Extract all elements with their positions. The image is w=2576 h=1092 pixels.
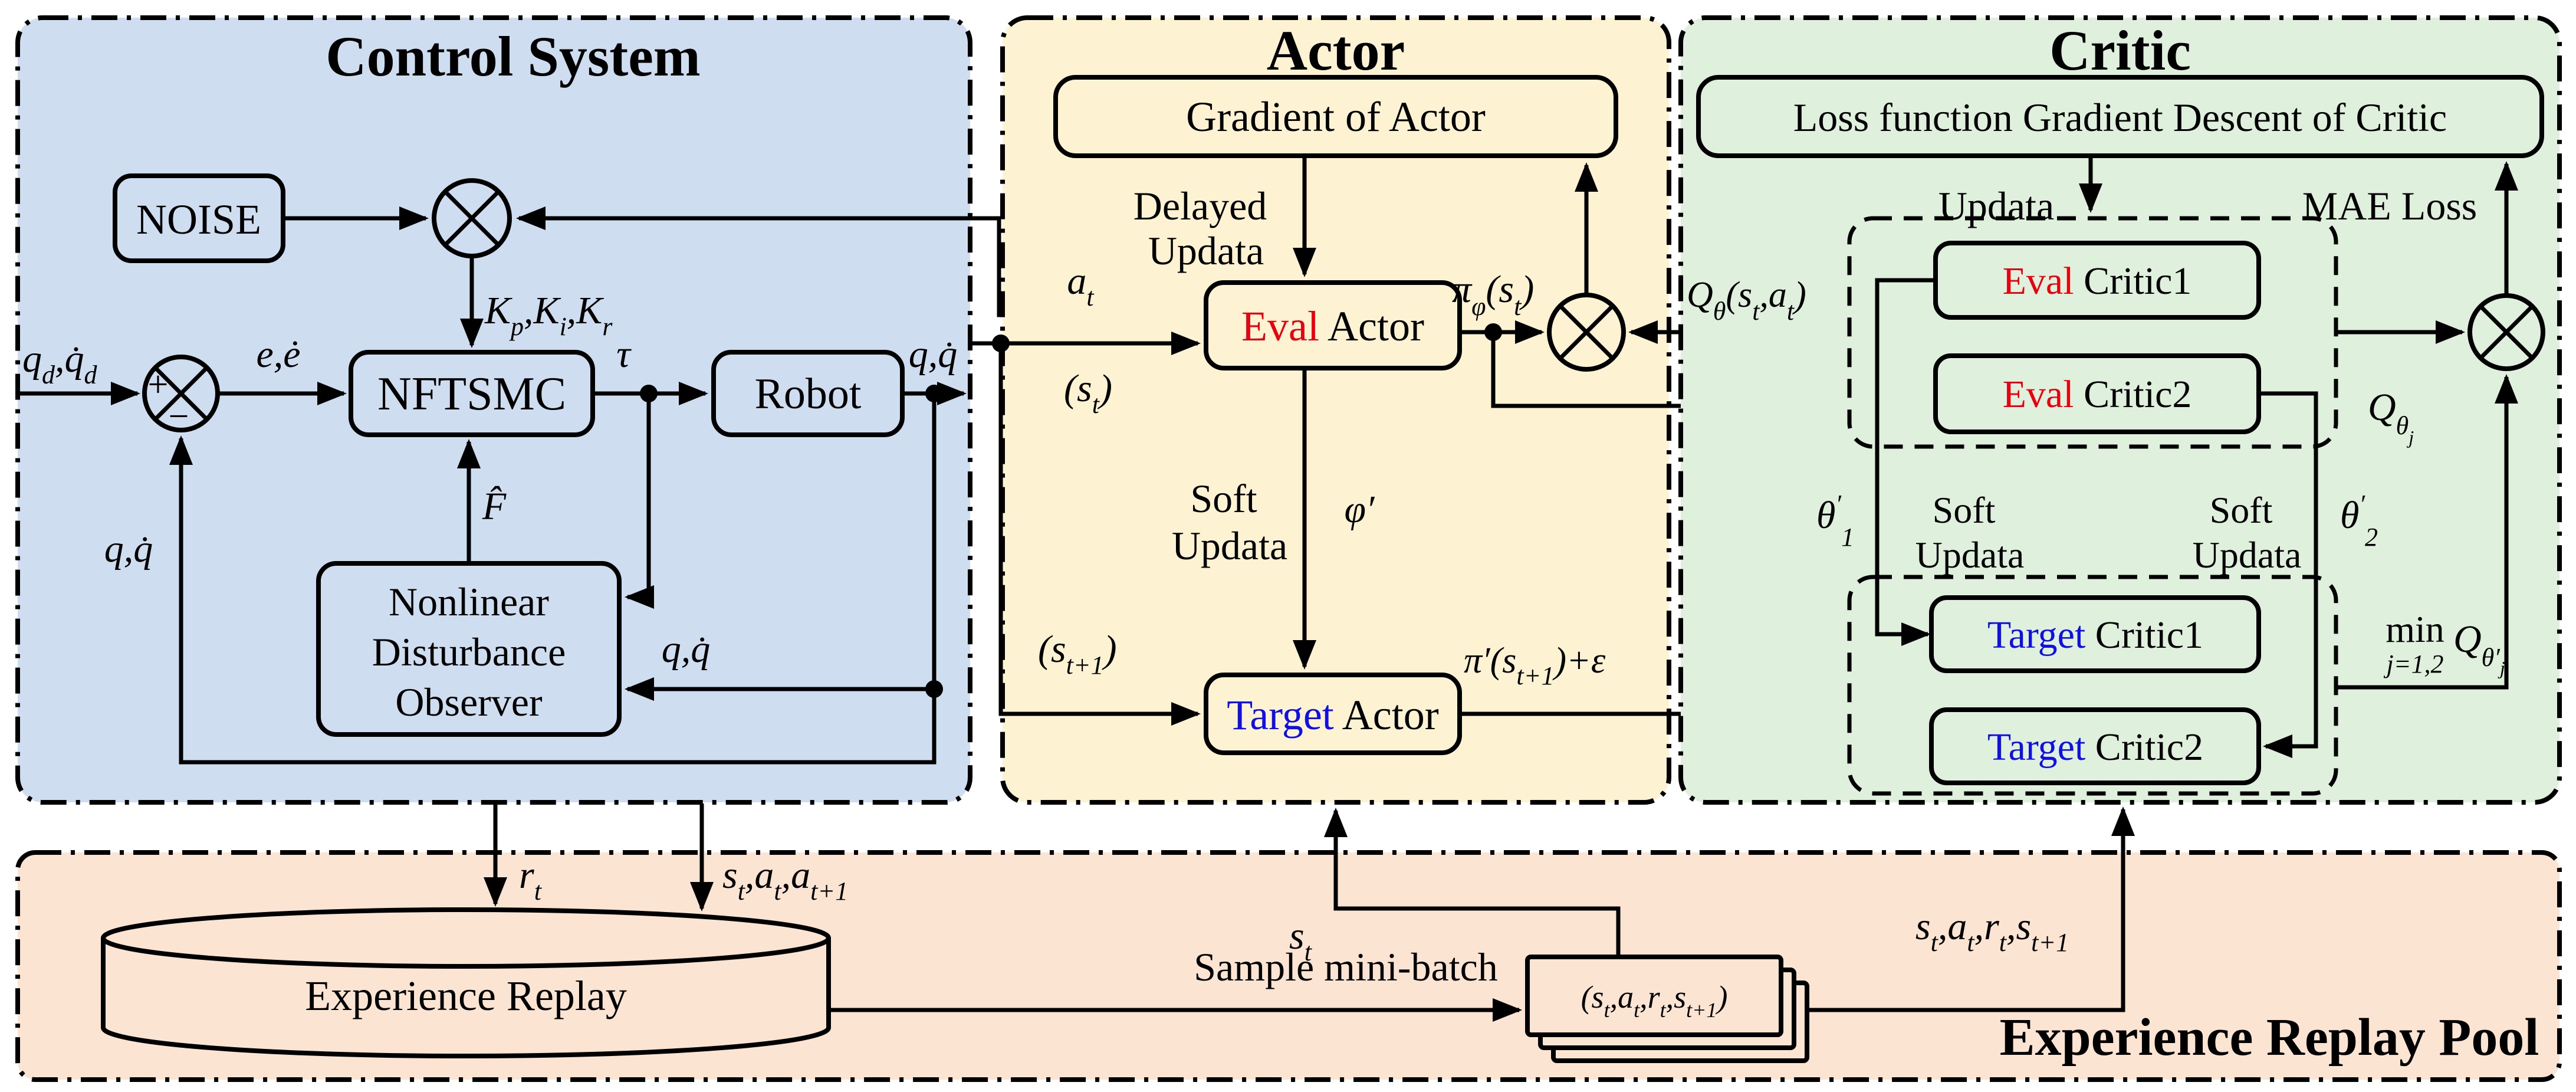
state-st-label: (st) — [1064, 367, 1112, 419]
summer-minus-sign: − — [169, 396, 189, 437]
action-label: at — [1067, 260, 1095, 311]
min-subscript-label: j=1,2 — [2384, 650, 2444, 678]
torque-label: τ — [616, 333, 632, 376]
critic-title: Critic — [2049, 19, 2191, 82]
observer-label-line2: Disturbance — [372, 629, 566, 674]
error-label: e,ė — [256, 333, 300, 376]
sample-minibatch-label: Sample mini-batch — [1194, 945, 1498, 989]
noise-label: NOISE — [136, 196, 261, 243]
transition-label: st,at,at+1 — [722, 854, 848, 906]
arrow-torque-to-observer — [625, 393, 654, 609]
summer-plus-sign: + — [148, 365, 169, 405]
target-critic1-box — [1929, 595, 2261, 673]
policy-label: πφ(st) — [1452, 268, 1534, 321]
arrow-st-to-actor — [1324, 808, 1621, 957]
experience-replay-label: Experience Replay — [305, 972, 627, 1019]
gains-label: Kp,Ki,Kr — [484, 289, 613, 341]
gradient-of-actor-box — [1053, 75, 1618, 158]
eval-actor-label: Eval Actor — [1241, 303, 1424, 350]
target-critic2-box — [1929, 707, 2261, 785]
arrow-theta1-soft-update — [1875, 278, 1936, 646]
fhat-label: F̂ — [482, 485, 507, 528]
actor-title: Actor — [1267, 19, 1405, 82]
observer-label-line3: Observer — [395, 680, 543, 724]
min-q-label: Qθ′j — [2453, 618, 2505, 678]
target-critic2-label: Target Critic2 — [1987, 726, 2203, 769]
theta1-label: θ′1 — [1816, 490, 1854, 552]
critic-soft-update-right-line2: Updata — [2193, 534, 2302, 576]
critic-soft-update-left-line2: Updata — [1915, 534, 2025, 576]
eval-critic2-label: Eval Critic2 — [2003, 373, 2192, 416]
actor-multiplier-cross — [1558, 304, 1615, 360]
minibatch-card-label: (st,at,rt,st+1) — [1581, 979, 1728, 1022]
critic-soft-update-right-line1: Soft — [2210, 489, 2273, 531]
robot-label: Robot — [755, 370, 862, 418]
target-actor-label: Target Actor — [1227, 691, 1439, 739]
theta2-label: θ′2 — [2340, 490, 2378, 552]
min-label: min — [2386, 608, 2444, 650]
eval-actor-box — [1204, 280, 1462, 370]
replay-cylinder-body — [101, 938, 831, 1058]
pool-title: Experience Replay Pool — [2000, 1008, 2539, 1067]
critic-update-label: Updata — [1938, 183, 2054, 228]
actor-soft-update-label-line2: Updata — [1172, 523, 1287, 568]
reward-label: rt — [519, 854, 543, 906]
eval-critic1-label: Eval Critic1 — [2003, 260, 2192, 303]
minibatch-card-front — [1525, 955, 1783, 1037]
critic-panel: Critic Loss function Gradient Descent of… — [1678, 15, 2562, 805]
feedback-loop-line — [169, 393, 937, 765]
replay-cylinder-top — [101, 907, 831, 969]
nftsmc-label: NFTSMC — [377, 368, 566, 420]
reference-label: qd,q̇d — [22, 337, 98, 389]
arrow-theta2-soft-update — [2259, 391, 2318, 758]
actor-panel: Actor Gradient of Actor Delayed Updata E… — [972, 15, 1849, 805]
target-critic1-label: Target Critic1 — [1987, 614, 2203, 657]
control-system-panel: Control System NOISE Kp,Ki,Kr qd,q̇d + −… — [15, 15, 1206, 805]
phi-prime-label: φ′ — [1345, 488, 1376, 531]
critic-soft-update-left-line1: Soft — [1933, 489, 1996, 531]
mae-loss-label: MAE Loss — [2302, 183, 2478, 228]
delayed-update-label-line2: Updata — [1148, 228, 1264, 273]
feedback-state-label: q,q̇ — [104, 527, 153, 570]
observer-state-label: q,q̇ — [662, 628, 711, 671]
pool-border — [15, 850, 2562, 1082]
summer-cross — [153, 366, 209, 421]
qtheta-j-label: Qθj — [2368, 386, 2414, 448]
critic-multiplier-cross — [2479, 304, 2534, 360]
noise-multiplier-cross — [443, 190, 500, 247]
qvalue-label: Qθ(st,at) — [1687, 275, 1806, 326]
experience-replay-pool-panel: Experience Replay Pool rt st,at,at+1 Exp… — [15, 804, 2562, 1082]
arrow-minq-to-multiplier — [2336, 374, 2518, 690]
minibatch-critic-label: st,at,rt,st+1 — [1915, 905, 2069, 957]
delayed-update-label-line1: Delayed — [1133, 183, 1267, 228]
control-system-title: Control System — [326, 25, 701, 88]
state-st1-label: (st+1) — [1038, 628, 1117, 680]
actor-soft-update-label-line1: Soft — [1190, 476, 1257, 521]
observer-label-line1: Nonlinear — [389, 579, 549, 624]
critic-loss-box — [1696, 75, 2544, 158]
st-label: st — [1289, 914, 1313, 966]
arrow-minibatch-to-critic — [1807, 806, 2135, 1012]
gradient-of-actor-label: Gradient of Actor — [1186, 93, 1486, 140]
robot-output-label: q,q̇ — [909, 333, 958, 376]
critic-loss-label: Loss function Gradient Descent of Critic — [1793, 95, 2447, 140]
target-policy-label: π′(st+1)+ε — [1464, 641, 1606, 690]
arrow-state-to-target-actor — [998, 343, 1201, 726]
